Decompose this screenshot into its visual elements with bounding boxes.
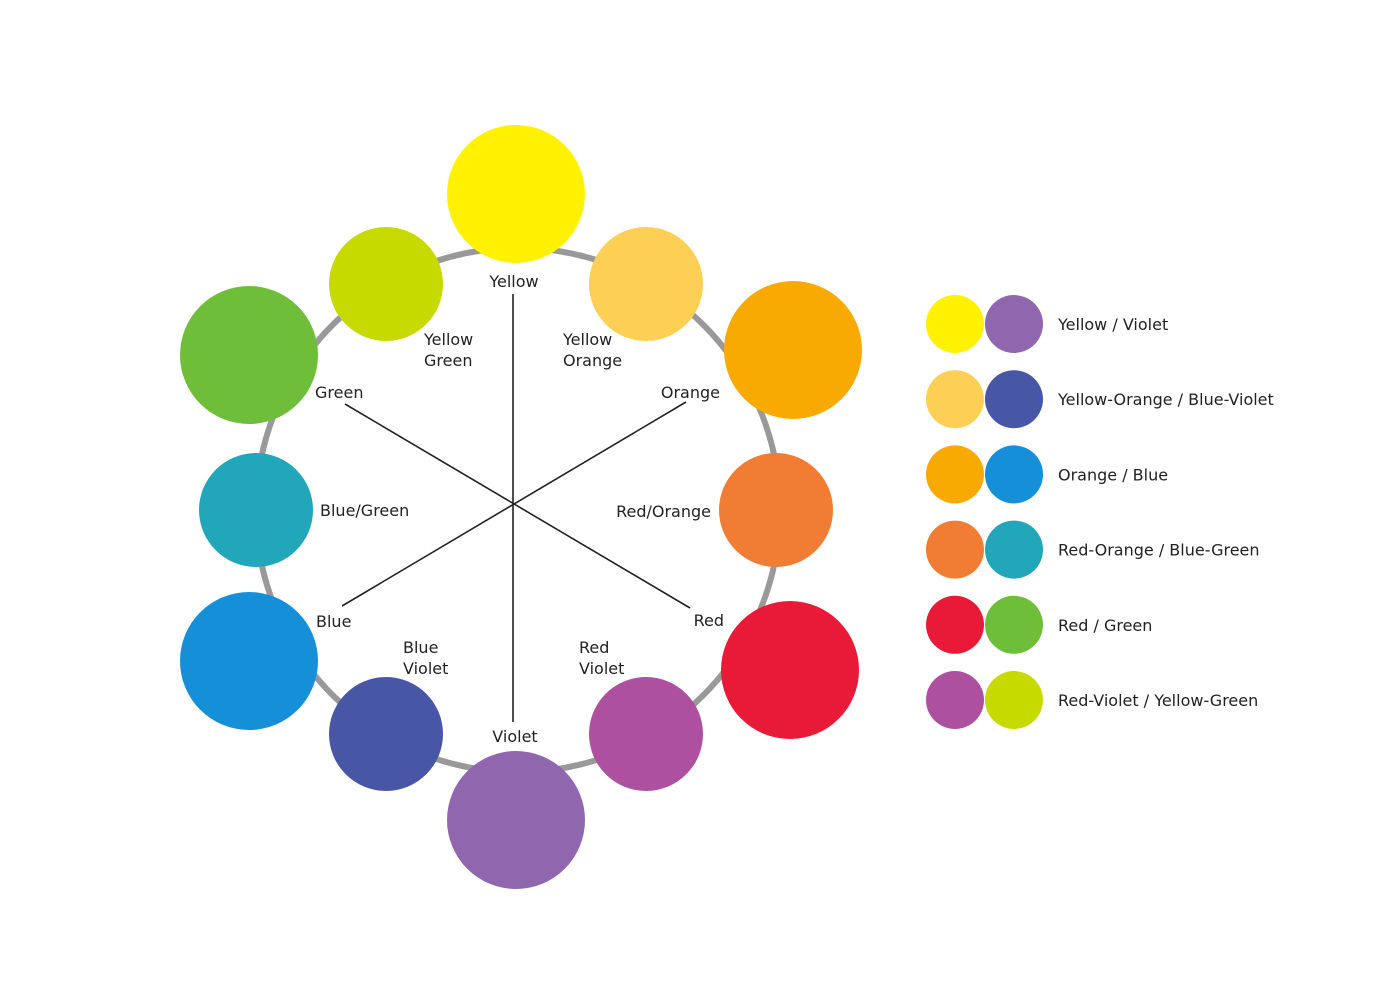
legend-swatch-blue-violet [985,370,1043,429]
legend-pair-label: Yellow-Orange / Blue-Violet [1057,390,1274,409]
legend-swatch-yellow [926,295,984,353]
blue-green-circle [199,453,313,567]
blue-circle [180,592,318,730]
legend-swatch-yellow-orange [926,370,984,429]
yellow-green-label-line-1: Yellow [423,330,473,349]
blue-violet-label-line-1: Blue [403,638,438,657]
yellow-circle [447,125,585,263]
legend-swatch-green [985,595,1043,654]
legend-pair-row: Orange / Blue [926,445,1168,504]
legend-pair-row: Red-Violet / Yellow-Green [926,671,1258,729]
blue-label: Blue [316,612,351,631]
legend-swatch-red [926,595,984,654]
green-red-spoke [344,403,691,609]
yellow-green-circle [329,227,443,341]
yellow-orange-label-line-2: Orange [563,351,622,370]
red-orange-label: Red/Orange [616,502,711,521]
legend-swatch-red-orange [926,520,984,579]
legend-swatch-violet [985,295,1043,353]
legend-pair-row: Red-Orange / Blue-Green [926,520,1260,579]
red-orange-circle [719,453,833,567]
legend-pair-label: Orange / Blue [1058,465,1168,484]
yellow-label: Yellow [488,272,538,291]
legend-pair-row: Yellow-Orange / Blue-Violet [926,370,1274,429]
legend-swatch-orange [926,445,984,504]
legend-swatch-red-violet [926,671,984,729]
red-violet-label-line-2: Violet [579,659,624,678]
yellow-orange-circle [589,227,703,341]
blue-violet-circle [329,677,443,791]
green-circle [180,286,318,424]
red-circle [721,601,859,739]
legend-pair-row: Red / Green [926,595,1152,654]
legend-pair-label: Red-Violet / Yellow-Green [1058,691,1258,710]
violet-label: Violet [492,727,537,746]
legend-swatch-yellow-green [985,671,1043,729]
red-violet-label-line-1: Red [579,638,609,657]
orange-label: Orange [661,383,720,402]
red-violet-circle [589,677,703,791]
yellow-green-label-line-2: Green [424,351,472,370]
legend-pair-label: Yellow / Violet [1057,315,1168,334]
blue-green-label: Blue/Green [320,501,409,520]
legend-pair-row: Yellow / Violet [926,295,1168,353]
yellow-orange-label-line-1: Yellow [562,330,612,349]
violet-circle [447,751,585,889]
green-label: Green [315,383,363,402]
orange-circle [724,281,862,419]
legend-swatch-blue [985,445,1043,504]
blue-violet-label-line-2: Violet [403,659,448,678]
legend-swatch-blue-green [985,520,1043,579]
legend-pair-label: Red-Orange / Blue-Green [1058,541,1260,560]
red-label: Red [694,611,724,630]
legend-pair-label: Red / Green [1058,616,1152,635]
